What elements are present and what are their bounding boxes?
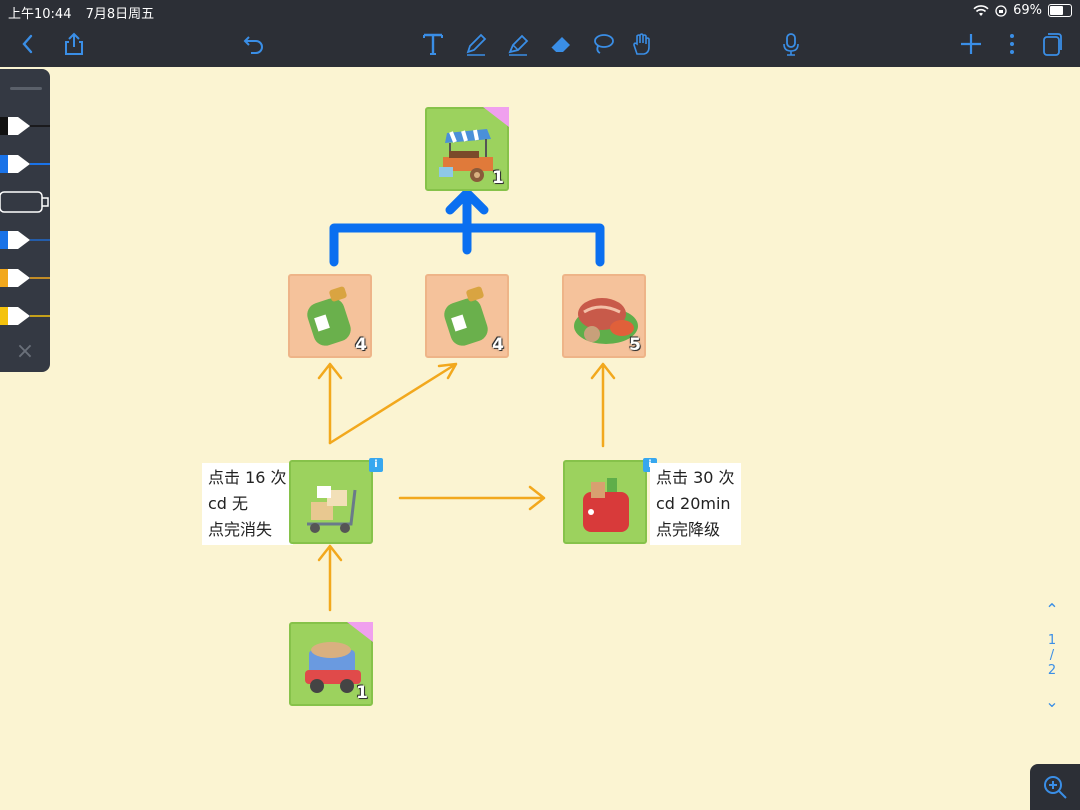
share-icon[interactable]: [58, 28, 90, 60]
note-line: 点击 16 次: [208, 468, 287, 487]
delivery-truck-tile[interactable]: 1: [289, 622, 373, 706]
zoom-in-icon: [1044, 776, 1067, 799]
note-line: cd 20min: [656, 494, 731, 513]
microphone-icon[interactable]: [775, 28, 807, 60]
undo-icon[interactable]: [238, 28, 270, 60]
toaster-icon: [583, 478, 629, 532]
chevron-down-icon[interactable]: ⌄: [1045, 692, 1059, 711]
lasso-icon[interactable]: [587, 28, 619, 60]
toolbar: [0, 22, 1080, 67]
arrow-delivery-to-truck: [317, 544, 343, 612]
arrow-truck-to-canister2: [328, 362, 458, 445]
page-separator: /: [1049, 648, 1055, 663]
close-icon[interactable]: ×: [15, 339, 35, 364]
black-pen-icon[interactable]: [0, 113, 50, 139]
text-tool-icon[interactable]: [417, 28, 449, 60]
arrow-toaster-to-meat: [590, 362, 616, 448]
note-line: cd 无: [208, 494, 249, 513]
wifi-icon: [973, 4, 989, 16]
chevron-up-icon[interactable]: ⌃: [1045, 600, 1059, 619]
note-line: 点完消失: [208, 520, 273, 539]
eraser-icon[interactable]: [545, 28, 577, 60]
orientation-lock-icon: [995, 4, 1007, 17]
page-indicator: ⌃ 1 / 2 ⌄: [1040, 600, 1064, 711]
meat-platter-tile[interactable]: 5: [562, 274, 646, 358]
add-icon[interactable]: [955, 28, 987, 60]
white-pen-icon[interactable]: [0, 189, 50, 215]
palette-grabber[interactable]: [10, 87, 42, 90]
highlighter-icon[interactable]: [502, 28, 534, 60]
hand-icon[interactable]: [626, 28, 658, 60]
battery-percent: 69%: [1013, 3, 1042, 18]
item-count: 4: [492, 335, 504, 355]
total-pages: 2: [1047, 663, 1057, 678]
note-line: 点完降级: [656, 520, 721, 539]
status-right: 69%: [973, 3, 1072, 18]
blue-pen-icon[interactable]: [0, 151, 50, 177]
back-icon[interactable]: [12, 28, 44, 60]
item-count: 5: [629, 335, 641, 355]
more-icon[interactable]: [996, 28, 1028, 60]
food-cart-tile[interactable]: 1: [425, 107, 509, 191]
current-page: 1: [1047, 633, 1057, 648]
yellow-pen-icon[interactable]: [0, 303, 50, 329]
blue-pen-icon[interactable]: [0, 227, 50, 253]
info-badge[interactable]: i: [369, 458, 383, 472]
zoom-button[interactable]: [1030, 764, 1080, 810]
status-time: 上午10:44: [8, 7, 72, 22]
item-count: 1: [492, 168, 504, 188]
toaster-tile[interactable]: i: [563, 458, 657, 544]
item-count: 4: [355, 335, 367, 355]
status-left: 上午10:44 7月8日周五: [8, 3, 154, 22]
gas-canister-tile-1[interactable]: 4: [288, 274, 372, 358]
blue-merge-bracket: [329, 188, 605, 267]
arrow-truck-to-toaster: [398, 485, 546, 511]
battery-icon: [1048, 4, 1072, 17]
bracket-arrowhead: [445, 188, 489, 215]
food-cart-icon: [439, 129, 493, 182]
pen-palette: ×: [0, 69, 50, 372]
item-count: 1: [356, 683, 368, 703]
pen-icon[interactable]: [460, 28, 492, 60]
note-line: 点击 30 次: [656, 468, 735, 487]
left-producer-note: 点击 16 次 cd 无 点完消失: [202, 463, 293, 545]
arrow-truck-to-canister1: [317, 362, 343, 445]
gas-canister-tile-2[interactable]: 4: [425, 274, 509, 358]
orange-pen-icon[interactable]: [0, 265, 50, 291]
hand-truck-tile[interactable]: i: [289, 458, 383, 544]
note-canvas[interactable]: [0, 67, 1080, 810]
gas-canister-icon: [444, 286, 488, 346]
gas-canister-icon: [307, 286, 351, 346]
hand-truck-icon: [307, 486, 357, 533]
meat-platter-icon: [574, 298, 638, 344]
status-date: 7月8日周五: [85, 7, 155, 22]
status-bar: 上午10:44 7月8日周五 69%: [0, 0, 1080, 22]
pages-icon[interactable]: [1036, 28, 1068, 60]
delivery-truck-icon: [305, 642, 361, 693]
right-producer-note: 点击 30 次 cd 20min 点完降级: [650, 463, 741, 545]
